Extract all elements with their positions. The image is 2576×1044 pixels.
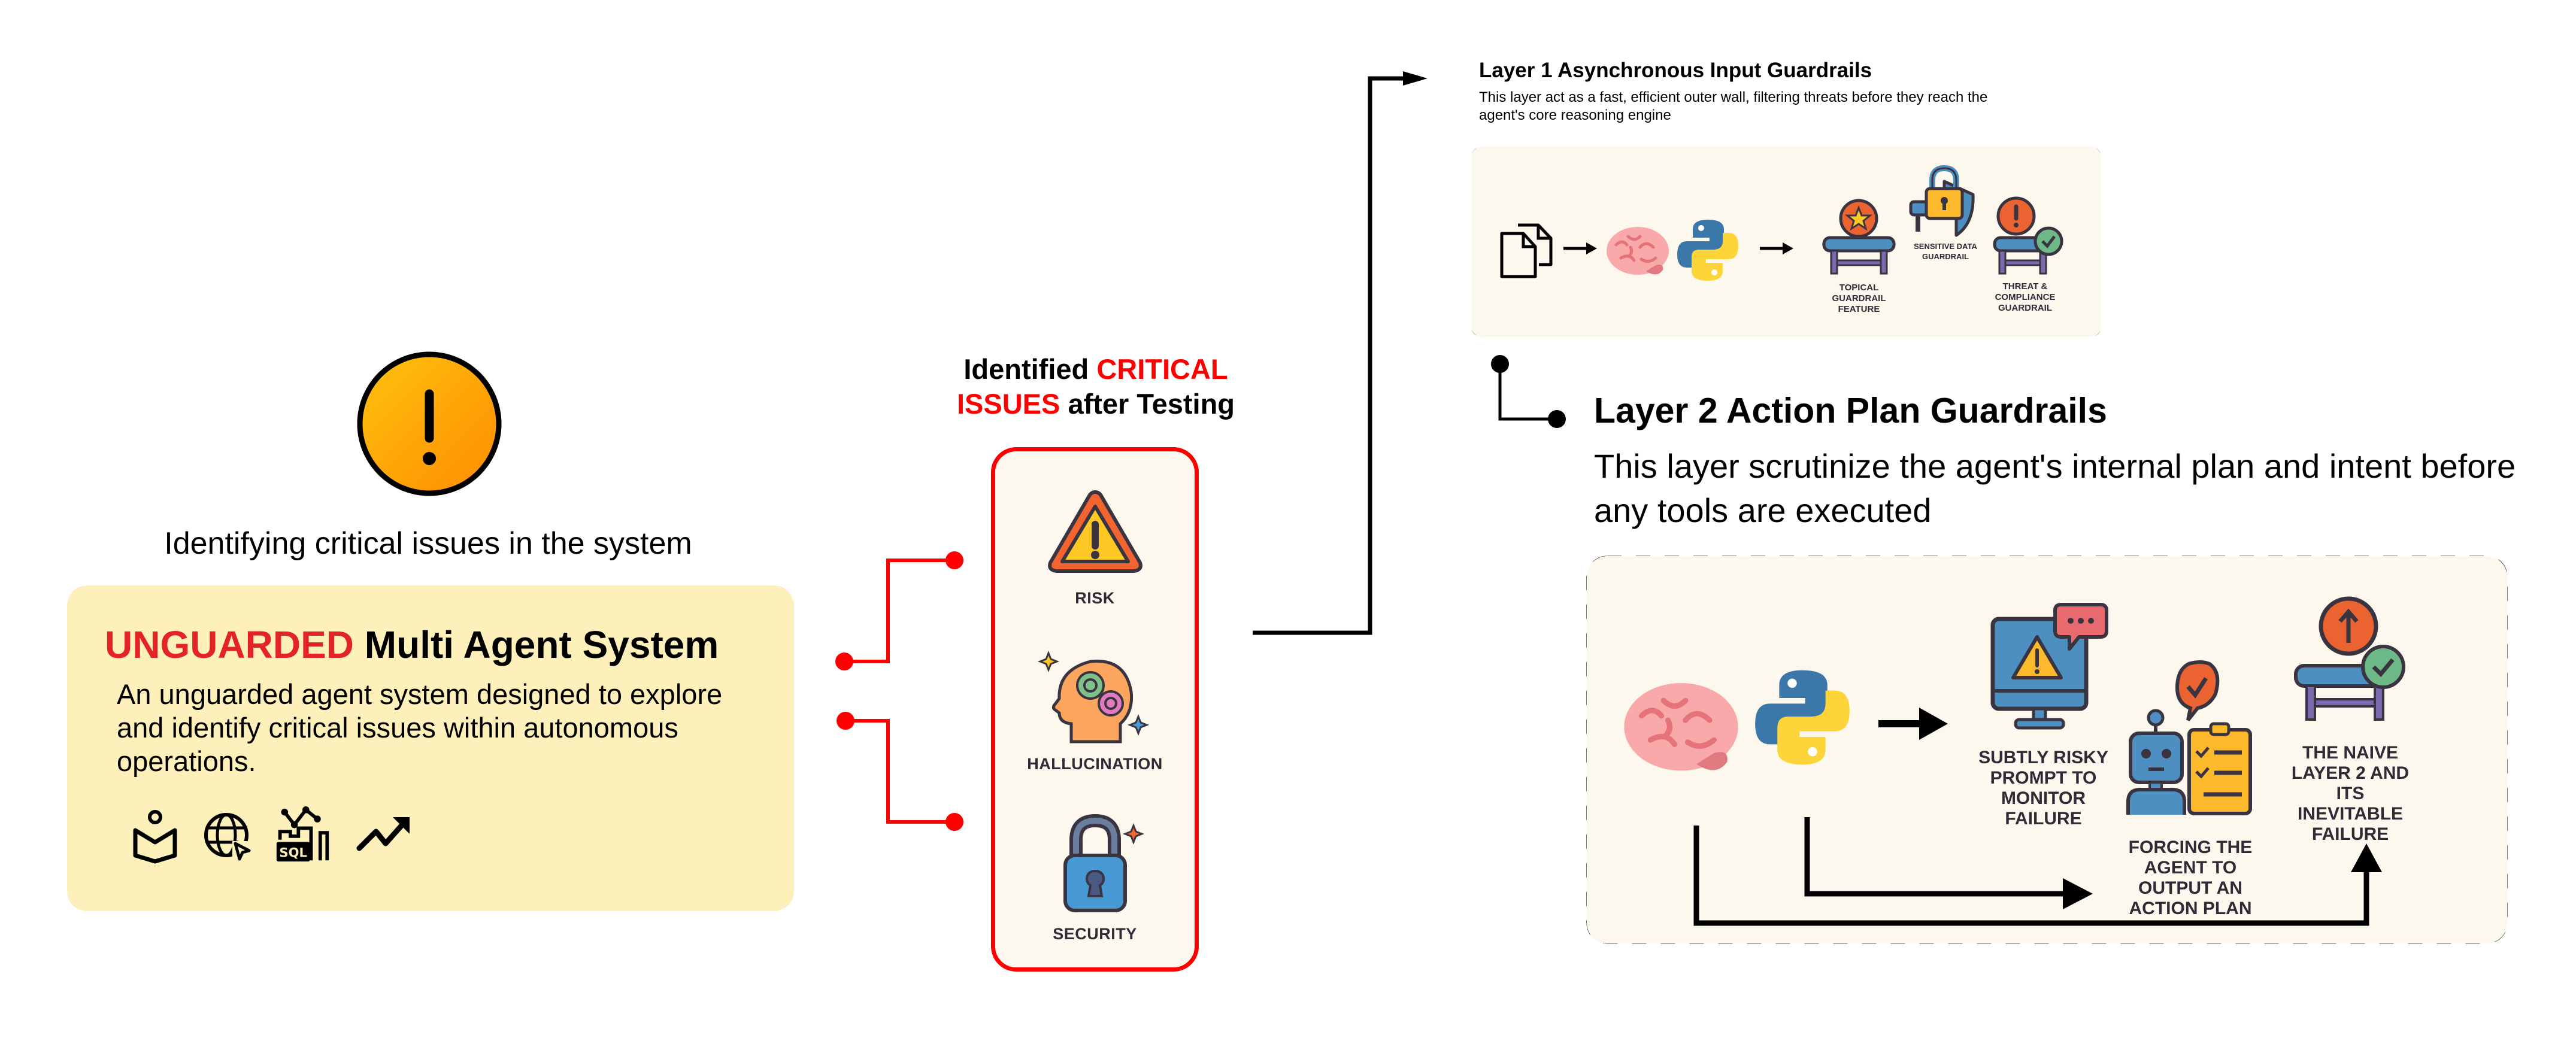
left-caption: Identifying critical issues in the syste… xyxy=(164,526,692,561)
globe-cursor-icon xyxy=(204,813,251,861)
critical-issues-heading: Identified CRITICAL ISSUES after Testing xyxy=(952,352,1239,421)
sensitive-data-guardrail-icon xyxy=(1909,165,1975,237)
robot-action-plan-icon xyxy=(2126,660,2252,815)
layer2-panel: SUBTLY RISKY PROMPT TO MONITOR FAILURE F… xyxy=(1587,556,2507,943)
guardrail-label-topical: TOPICAL GUARDRAIL FEATURE xyxy=(1832,283,1886,314)
issue-label: HALLUCINATION xyxy=(1027,755,1163,773)
red-connector-bottom xyxy=(845,719,954,824)
issue-label: SECURITY xyxy=(1053,925,1137,943)
arrow-right-icon xyxy=(1563,242,1597,254)
connector-to-layer1 xyxy=(1253,71,1428,635)
unguarded-system-title: UNGUARDED Multi Agent System xyxy=(105,623,719,667)
documents-icon xyxy=(1500,223,1553,278)
connector-to-layer2 xyxy=(1491,355,1566,428)
arrow-right-icon xyxy=(1760,242,1793,254)
warning-triangle-icon xyxy=(1047,490,1142,573)
issue-label: RISK xyxy=(1075,589,1115,607)
heading-issues: ISSUES xyxy=(956,388,1060,420)
heading-text: Identified xyxy=(963,353,1097,385)
hallucination-head-icon xyxy=(1037,650,1149,743)
layer2-title: Layer 2 Action Plan Guardrails xyxy=(1594,391,2107,430)
title-rest: Multi Agent System xyxy=(354,623,719,666)
red-connector-top xyxy=(844,559,954,663)
guardrail-label-sensitive-data: SENSITIVE DATA GUARDRAIL xyxy=(1914,242,1977,261)
issue-hallucination: HALLUCINATION xyxy=(995,646,1195,773)
issue-security: SECURITY xyxy=(995,814,1195,943)
red-connector-dot xyxy=(945,551,963,569)
step-label-naive-layer2: THE NAIVE LAYER 2 AND ITS INEVITABLE FAI… xyxy=(2291,743,2410,844)
title-highlight: UNGUARDED xyxy=(105,623,354,666)
topical-guardrail-icon xyxy=(1822,199,1896,275)
issue-risk: RISK xyxy=(995,487,1195,608)
risky-prompt-monitor-icon xyxy=(1990,603,2108,730)
flow-arrows xyxy=(1693,817,2382,926)
python-logo-icon xyxy=(1677,220,1738,281)
svg-text:SQL: SQL xyxy=(279,845,307,860)
heading-critical: CRITICAL xyxy=(1096,353,1228,385)
critical-issues-panel: RISK HALLUCINATION SECURITY xyxy=(991,447,1199,972)
brain-icon xyxy=(1607,227,1669,275)
capability-icons: SQL xyxy=(131,802,412,868)
naive-layer2-icon xyxy=(2294,596,2405,721)
layer2-description: This layer scrutinize the agent's intern… xyxy=(1594,447,2516,529)
python-logo-icon xyxy=(1755,670,1850,765)
padlock-icon xyxy=(1063,814,1144,912)
threat-compliance-guardrail-icon xyxy=(1993,196,2063,275)
red-connector-dot xyxy=(835,652,853,670)
heading-text: after Testing xyxy=(1060,388,1235,420)
arrow-right-icon xyxy=(1878,708,1948,740)
book-reader-icon xyxy=(133,810,177,864)
brain-icon xyxy=(1624,682,1738,771)
sql-chart-icon: SQL xyxy=(276,806,329,862)
guardrail-label-threat-compliance: THREAT & COMPLIANCE GUARDRAIL xyxy=(1995,281,2056,313)
trending-up-icon xyxy=(356,817,410,851)
step-label-risky-prompt: SUBTLY RISKY PROMPT TO MONITOR FAILURE xyxy=(1978,748,2108,828)
layer1-description: This layer act as a fast, efficient oute… xyxy=(1479,89,1988,123)
red-connector-dot xyxy=(945,813,963,831)
unguarded-system-description: An unguarded agent system designed to ex… xyxy=(117,678,723,777)
layer1-panel: TOPICAL GUARDRAIL FEATURE SENSITIVE DATA… xyxy=(1471,147,2101,337)
red-connector-dot xyxy=(837,712,854,730)
step-label-action-plan: FORCING THE AGENT TO OUTPUT AN ACTION PL… xyxy=(2128,837,2253,918)
unguarded-system-card xyxy=(67,585,794,911)
warning-circle-icon xyxy=(357,351,502,496)
arrowhead-icon xyxy=(1403,71,1428,86)
layer1-title: Layer 1 Asynchronous Input Guardrails xyxy=(1479,59,1872,82)
